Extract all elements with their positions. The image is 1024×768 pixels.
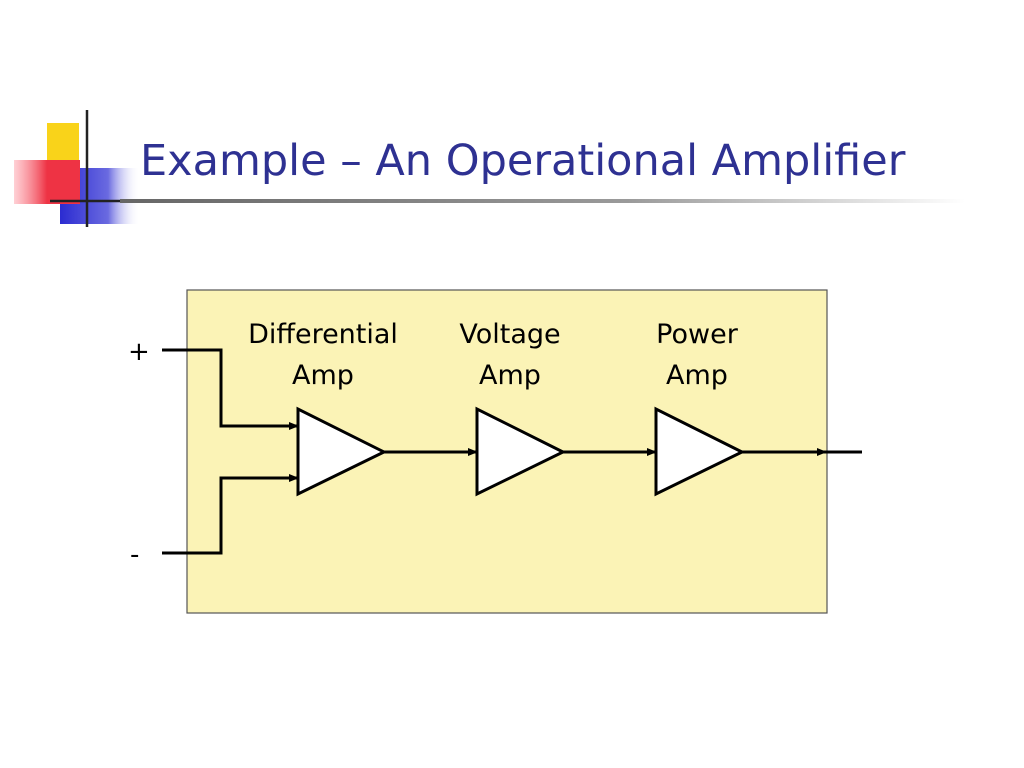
minus-input-wire [162,474,299,555]
voltage-amp-label-line2: Amp [479,360,541,391]
title-underline [120,199,965,203]
power-amp-label-line1: Power [656,319,738,350]
page-title: Example – An Operational Amplifier [140,136,906,186]
minus-input-label: - [130,540,140,570]
differential-amp-label-line2: Amp [292,360,354,391]
power-amp-label: Power Amp [597,314,797,396]
voltage-amp-label: Voltage Amp [410,314,610,396]
plus-input-label: + [128,337,150,367]
differential-amp-label-line1: Differential [248,319,398,350]
power-amp-label-line2: Amp [666,360,728,391]
plus-input-wire [162,348,299,430]
differential-amp-triangle [296,406,388,497]
deco-red-square [14,160,80,204]
voltage-amp-label-line1: Voltage [459,319,561,350]
slide-decoration [14,110,965,227]
deco-yellow-square [47,123,79,163]
differential-amp-label: Differential Amp [223,314,423,396]
